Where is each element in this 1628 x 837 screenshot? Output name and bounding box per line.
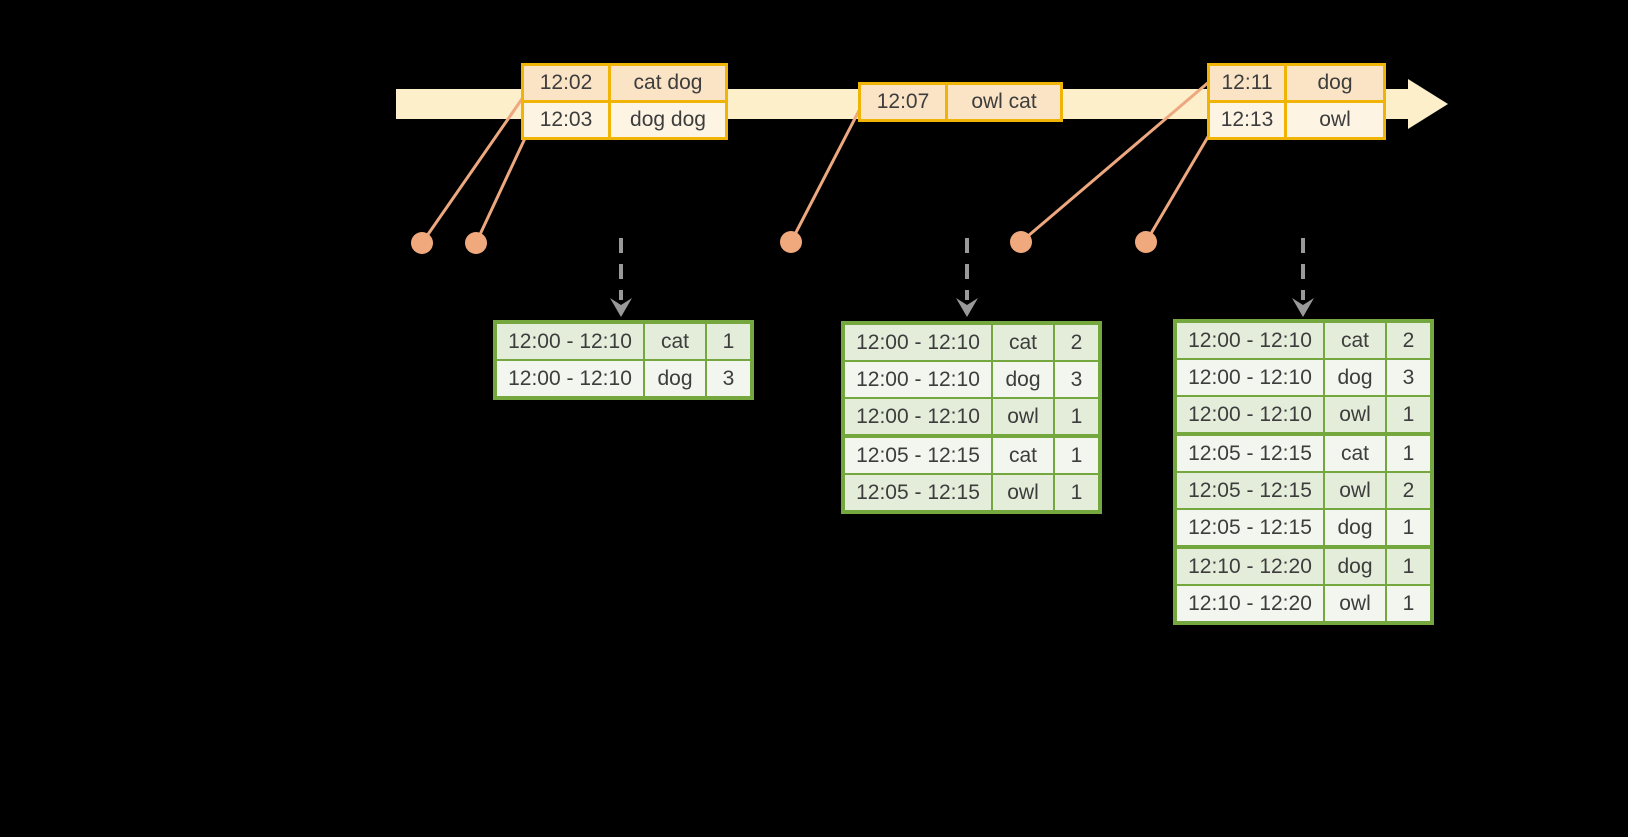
event-words: dog dog (611, 103, 725, 137)
window-cell: 12:00 - 12:10 (1177, 360, 1323, 395)
count-cell: 2 (1387, 473, 1430, 508)
window-cell: 12:00 - 12:10 (845, 399, 991, 434)
word-cell: cat (645, 324, 705, 359)
event-time: 12:07 (861, 85, 945, 119)
connector-line (1144, 129, 1214, 243)
timeline-arrowhead-icon (1408, 79, 1448, 129)
word-cell: dog (645, 361, 705, 396)
window-group: 12:00 - 12:10 cat 1 12:00 - 12:10 dog 3 (497, 324, 750, 396)
count-cell: 1 (1387, 397, 1430, 432)
word-cell: owl (1325, 473, 1385, 508)
window-cell: 12:00 - 12:10 (497, 361, 643, 396)
connector-line (789, 100, 866, 243)
word-cell: owl (1325, 586, 1385, 621)
event-dot (780, 231, 802, 253)
event-table-1211: 12:11 dog 12:13 owl (1207, 63, 1386, 140)
event-time: 12:11 (1210, 66, 1284, 100)
window-cell: 12:00 - 12:10 (1177, 323, 1323, 358)
word-cell: dog (1325, 360, 1385, 395)
event-words: owl cat (948, 85, 1060, 119)
connector-line (474, 133, 529, 244)
event-table-1207: 12:07 owl cat (858, 82, 1063, 122)
trigger-arrowhead-icon (610, 298, 632, 317)
word-cell: dog (1325, 549, 1385, 584)
result-table-2: 12:00 - 12:10 cat 2 12:00 - 12:10 dog 3 … (841, 321, 1102, 514)
trigger-arrowhead-icon (956, 298, 978, 317)
count-cell: 1 (707, 324, 750, 359)
window-group: 12:00 - 12:10 cat 2 12:00 - 12:10 dog 3 … (845, 325, 1098, 434)
trigger-arrowhead-icon (1292, 298, 1314, 317)
event-dot (1135, 231, 1157, 253)
count-cell: 3 (1387, 360, 1430, 395)
count-cell: 1 (1387, 436, 1430, 471)
count-cell: 1 (1387, 549, 1430, 584)
window-cell: 12:05 - 12:15 (845, 475, 991, 510)
window-group: 12:05 - 12:15 cat 1 12:05 - 12:15 owl 2 … (1177, 436, 1430, 545)
window-group: 12:05 - 12:15 cat 1 12:05 - 12:15 owl 1 (845, 438, 1098, 510)
count-cell: 1 (1055, 399, 1098, 434)
word-cell: cat (993, 325, 1053, 360)
window-cell: 12:00 - 12:10 (1177, 397, 1323, 432)
count-cell: 2 (1055, 325, 1098, 360)
word-cell: owl (1325, 397, 1385, 432)
window-cell: 12:05 - 12:15 (1177, 473, 1323, 508)
event-dot (465, 232, 487, 254)
result-table-1: 12:00 - 12:10 cat 1 12:00 - 12:10 dog 3 (493, 320, 754, 400)
window-cell: 12:10 - 12:20 (1177, 549, 1323, 584)
window-cell: 12:00 - 12:10 (845, 325, 991, 360)
event-time: 12:13 (1210, 103, 1284, 137)
window-cell: 12:05 - 12:15 (1177, 510, 1323, 545)
window-cell: 12:05 - 12:15 (845, 438, 991, 473)
count-cell: 2 (1387, 323, 1430, 358)
window-cell: 12:05 - 12:15 (1177, 436, 1323, 471)
window-cell: 12:00 - 12:10 (845, 362, 991, 397)
word-cell: dog (993, 362, 1053, 397)
word-cell: cat (993, 438, 1053, 473)
word-cell: cat (1325, 436, 1385, 471)
trigger-arrows (610, 238, 1314, 317)
count-cell: 1 (1387, 510, 1430, 545)
event-words: dog (1287, 66, 1383, 100)
window-group: 12:00 - 12:10 cat 2 12:00 - 12:10 dog 3 … (1177, 323, 1430, 432)
result-table-3: 12:00 - 12:10 cat 2 12:00 - 12:10 dog 3 … (1173, 319, 1434, 625)
window-cell: 12:10 - 12:20 (1177, 586, 1323, 621)
count-cell: 3 (1055, 362, 1098, 397)
event-words: cat dog (611, 66, 725, 100)
event-words: owl (1287, 103, 1383, 137)
count-cell: 3 (707, 361, 750, 396)
event-dot (1010, 231, 1032, 253)
window-cell: 12:00 - 12:10 (497, 324, 643, 359)
window-group: 12:10 - 12:20 dog 1 12:10 - 12:20 owl 1 (1177, 549, 1430, 621)
word-cell: cat (1325, 323, 1385, 358)
event-table-1202: 12:02 cat dog 12:03 dog dog (521, 63, 728, 140)
word-cell: owl (993, 399, 1053, 434)
event-time: 12:03 (524, 103, 608, 137)
count-cell: 1 (1055, 438, 1098, 473)
event-dot (411, 232, 433, 254)
word-cell: owl (993, 475, 1053, 510)
word-cell: dog (1325, 510, 1385, 545)
count-cell: 1 (1055, 475, 1098, 510)
count-cell: 1 (1387, 586, 1430, 621)
event-time: 12:02 (524, 66, 608, 100)
